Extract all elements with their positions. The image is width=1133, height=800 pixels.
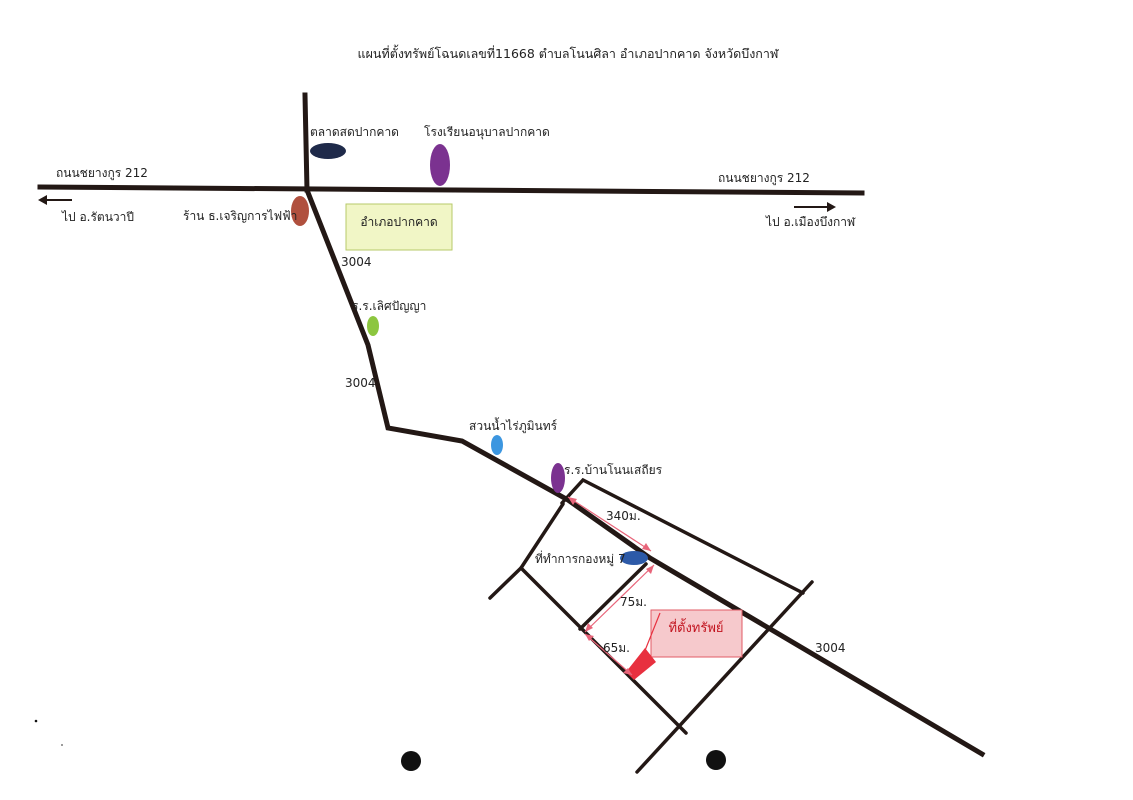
lane-lower-left bbox=[488, 565, 688, 735]
road-3004 bbox=[303, 186, 986, 758]
road-3004-label-c: 3004 bbox=[815, 641, 846, 655]
punch-hole-left bbox=[401, 751, 421, 771]
distance-75 bbox=[584, 564, 655, 633]
distance-65 bbox=[584, 633, 633, 676]
property-marker bbox=[626, 648, 656, 680]
direction-right-label: ไป อ.เมืองบึงกาฬ bbox=[765, 215, 856, 229]
school-non-label: ร.ร.บ้านโนนเสถียร bbox=[564, 463, 663, 477]
road-212-left-label: ถนนชยางกูร 212 bbox=[56, 166, 148, 181]
road-212-right-label: ถนนชยางกูร 212 bbox=[718, 171, 810, 186]
kindergarten-marker bbox=[430, 144, 450, 186]
lane-right-diagonal bbox=[635, 580, 814, 774]
market-marker bbox=[310, 143, 346, 159]
electric-shop-marker bbox=[291, 196, 309, 226]
road-3004-label-b: 3004 bbox=[345, 376, 376, 390]
school-loet-label: ร.ร.เลิศปัญญา bbox=[352, 299, 426, 313]
distance-340 bbox=[567, 496, 652, 552]
distance-75-label: 75ม. bbox=[620, 595, 647, 609]
district-box bbox=[345, 203, 453, 251]
electric-shop-label: ร้าน ธ.เจริญการไฟฟ้า bbox=[183, 209, 297, 223]
arrow-right-icon bbox=[794, 202, 836, 212]
speck-dot bbox=[34, 719, 38, 723]
map-title: แผนที่ตั้งทรัพย์โฉนดเลขที่11668 ตำบลโนนศ… bbox=[358, 44, 779, 61]
school-loet-marker bbox=[367, 316, 379, 336]
punch-hole-right bbox=[706, 750, 726, 770]
distance-65-label: 65ม. bbox=[603, 641, 630, 655]
water-park-label: สวนน้ำไร่ภูมินทร์ bbox=[469, 417, 558, 434]
lane-left-diagonal bbox=[519, 502, 565, 570]
village-office-label: ที่ทำการกองหมู่ 7 bbox=[535, 550, 626, 567]
speck-dot bbox=[61, 744, 63, 746]
property-box bbox=[650, 609, 743, 658]
road-212 bbox=[37, 184, 865, 196]
district-label: อำเภอปากคาด bbox=[360, 215, 437, 229]
lane-upper bbox=[560, 477, 805, 595]
road-north bbox=[302, 92, 310, 193]
market-label: ตลาดสดปากคาด bbox=[310, 125, 399, 139]
water-park-marker bbox=[491, 435, 503, 455]
kindergarten-label: โรงเรียนอนุบาลปากคาด bbox=[424, 125, 550, 140]
arrow-left-icon bbox=[38, 195, 72, 205]
property-label: ที่ตั้งทรัพย์ bbox=[668, 618, 723, 636]
village-office-marker bbox=[620, 551, 648, 565]
road-3004-label-a: 3004 bbox=[341, 255, 372, 269]
direction-left-label: ไป อ.รัตนวาปี bbox=[61, 210, 134, 224]
property-leader-line bbox=[643, 612, 661, 654]
distance-340-label: 340ม. bbox=[606, 509, 641, 523]
lane-middle bbox=[578, 562, 648, 631]
school-non-marker bbox=[551, 463, 565, 493]
